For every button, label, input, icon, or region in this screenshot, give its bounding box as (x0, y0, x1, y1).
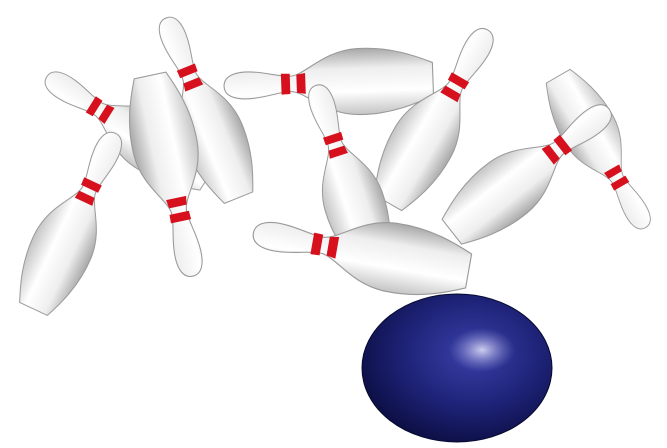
ball-body (361, 293, 553, 443)
bowling-ball (361, 293, 553, 443)
ball-highlight (449, 328, 515, 372)
